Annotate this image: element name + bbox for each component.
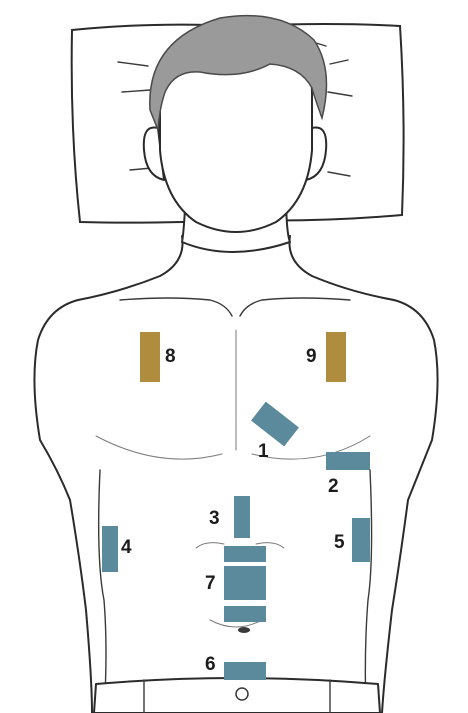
label-6: 6 [205,655,216,674]
patch-7c [224,606,266,622]
label-1: 1 [258,442,269,461]
patch-6 [224,662,266,680]
patch-5 [352,518,370,562]
patch-4 [102,526,118,572]
button [236,688,248,700]
label-2: 2 [328,477,339,496]
patch-2 [326,452,370,470]
label-7: 7 [205,574,216,593]
patch-8 [140,332,160,382]
navel [238,627,250,633]
label-5: 5 [334,533,345,552]
torso [34,236,437,713]
label-3: 3 [209,509,220,528]
patch-9 [326,332,346,382]
label-8: 8 [165,347,176,366]
patch-7b [224,566,266,600]
label-4: 4 [121,538,132,557]
label-9: 9 [306,347,317,366]
patch-7a [224,546,266,562]
patch-3 [234,496,250,538]
